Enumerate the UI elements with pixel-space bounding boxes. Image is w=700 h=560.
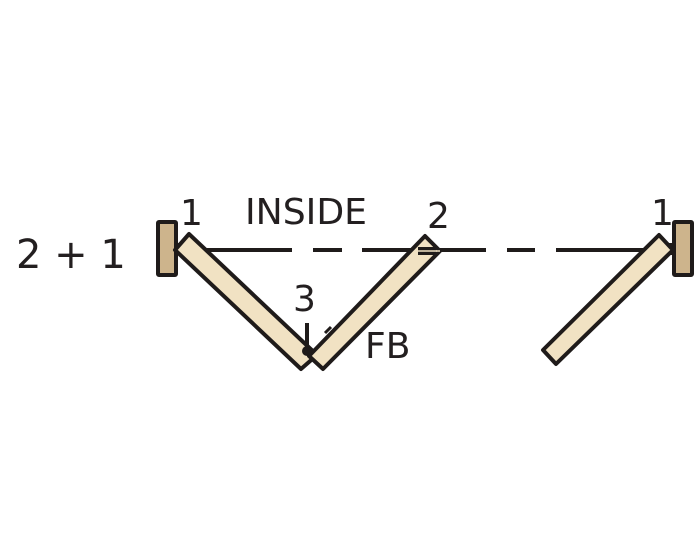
inside-label: INSIDE bbox=[245, 192, 367, 233]
hinge-label-right: 1 bbox=[651, 193, 674, 234]
hinge-label-left: 1 bbox=[180, 193, 203, 234]
right-wall-jamb bbox=[672, 220, 694, 277]
fb-bracket-marker bbox=[323, 325, 333, 335]
door-panel-right bbox=[541, 233, 675, 366]
fold-hinge-icon bbox=[302, 346, 312, 356]
fb-label: FB bbox=[365, 326, 410, 367]
door-panel-left bbox=[173, 232, 319, 371]
hinge-label-middle: 2 bbox=[427, 196, 450, 237]
configuration-label: 2 + 1 bbox=[16, 232, 126, 278]
left-wall-jamb bbox=[156, 220, 178, 277]
hinge-label-fold: 3 bbox=[293, 279, 316, 320]
